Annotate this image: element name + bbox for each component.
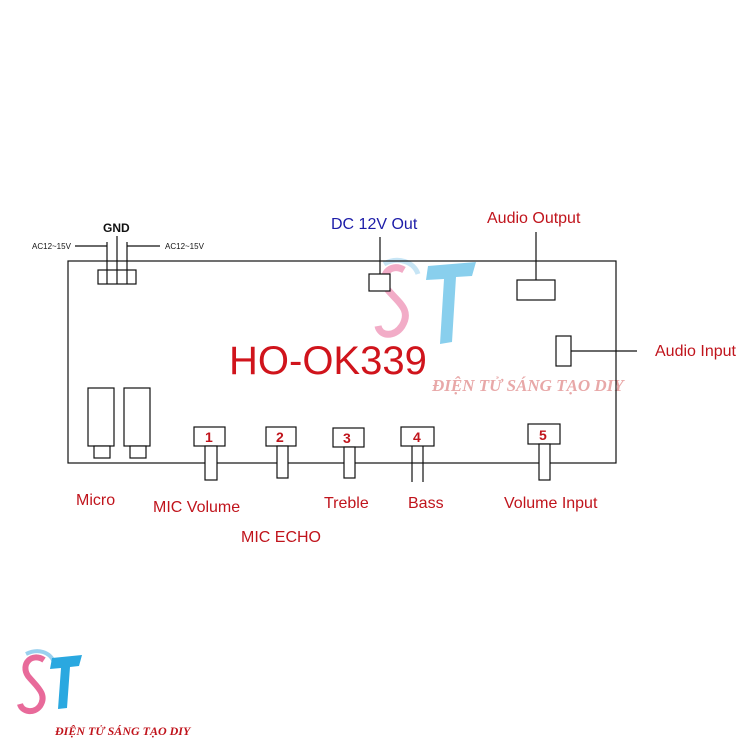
pot-1: 1: [193, 426, 226, 481]
brand-logo-text: ĐIỆN TỬ SÁNG TẠO DIY: [54, 724, 192, 738]
audio-input-label: Audio Input: [655, 343, 737, 360]
gnd-label: GND: [103, 221, 130, 235]
pot-5: 5: [527, 423, 561, 481]
watermark-text: ĐIỆN TỬ SÁNG TẠO DIY: [431, 376, 625, 395]
pot-4: 4: [400, 426, 435, 482]
board-model: HO-OK339: [229, 339, 427, 383]
pot-2-number: 2: [276, 429, 284, 445]
treble-label: Treble: [324, 495, 369, 512]
mic-volume-label: MIC Volume: [153, 499, 240, 516]
watermark-logo: [374, 257, 476, 344]
pot-1-number: 1: [205, 429, 213, 445]
audio-output-connector: [516, 232, 556, 301]
pot-2: 2: [265, 426, 297, 479]
mic-echo-label: MIC ECHO: [241, 529, 321, 546]
pot-4-number: 4: [413, 429, 421, 445]
pot-5-number: 5: [539, 427, 547, 443]
bass-label: Bass: [408, 495, 444, 512]
pot-3: 3: [332, 427, 365, 479]
board-outline: [67, 260, 617, 464]
ac-right-label: AC12~15V: [165, 242, 205, 251]
audio-output-label: Audio Output: [487, 210, 581, 227]
pot-3-number: 3: [343, 430, 351, 446]
power-connector: [75, 236, 160, 285]
audio-input-connector: [555, 335, 637, 367]
ac-left-label: AC12~15V: [32, 242, 72, 251]
micro-label: Micro: [76, 492, 115, 509]
dc-out-label: DC 12V Out: [331, 216, 418, 233]
volume-input-label: Volume Input: [504, 495, 598, 512]
brand-logo: [17, 649, 82, 714]
micro-jacks: [87, 387, 151, 459]
dc-out-connector: [368, 237, 391, 292]
